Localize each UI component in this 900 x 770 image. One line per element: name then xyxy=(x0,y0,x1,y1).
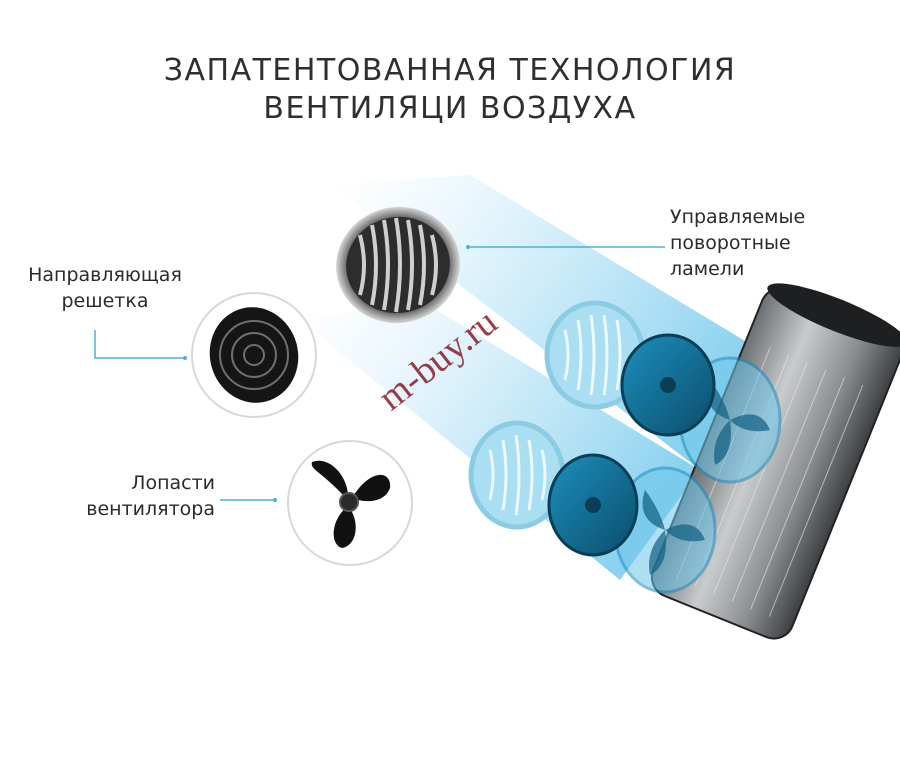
guide-grille-blue-lower xyxy=(547,453,639,557)
label-grille-line-2: решетка xyxy=(61,290,149,312)
label-lamels-line-1: Управляемые xyxy=(670,206,806,228)
label-controlled-lamels: Управляемые поворотные ламели xyxy=(670,204,805,282)
louver-ring-large xyxy=(336,206,460,324)
label-lamels-line-2: поворотные xyxy=(670,232,791,254)
guide-grille-blue-upper xyxy=(620,333,716,437)
fan-blades-callout xyxy=(287,440,413,566)
label-lamels-line-3: ламели xyxy=(670,258,745,280)
page-title: ЗАПАТЕНТОВАННАЯ ТЕХНОЛОГИЯ ВЕНТИЛЯЦИ ВОЗ… xyxy=(0,52,900,128)
label-fan-blades: Лопасти вентилятора xyxy=(40,470,215,522)
leader-line-grille xyxy=(94,330,185,359)
leader-dot-blades xyxy=(273,498,277,502)
guide-grille-callout xyxy=(191,292,317,418)
leader-lines xyxy=(94,246,665,501)
label-guide-grille: Направляющая решетка xyxy=(10,262,200,314)
leader-dot-lamels xyxy=(466,245,470,249)
title-line-2: ВЕНТИЛЯЦИ ВОЗДУХА xyxy=(263,91,637,127)
leader-dot-grille xyxy=(183,356,187,360)
label-blades-line-2: вентилятора xyxy=(86,498,215,520)
label-blades-line-1: Лопасти xyxy=(131,472,215,494)
title-line-1: ЗАПАТЕНТОВАННАЯ ТЕХНОЛОГИЯ xyxy=(163,53,737,89)
label-grille-line-1: Направляющая xyxy=(28,264,182,286)
